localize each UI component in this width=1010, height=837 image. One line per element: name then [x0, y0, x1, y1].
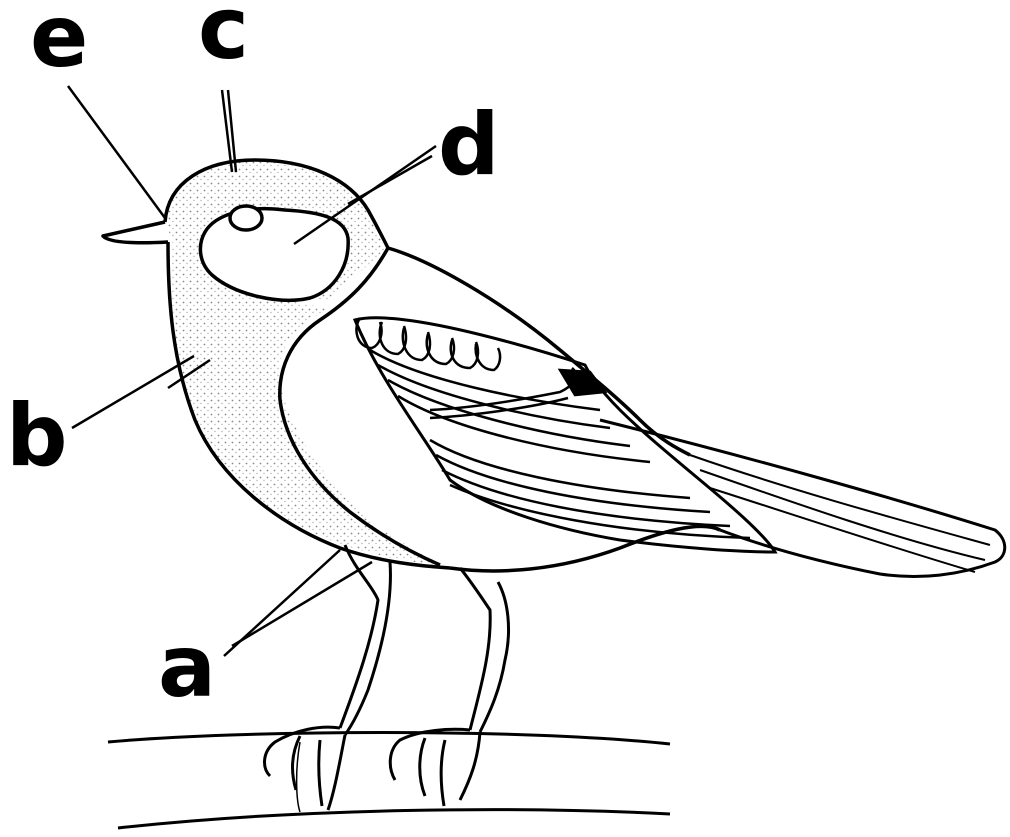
- pointer-c-1: [222, 90, 232, 172]
- label-b: b: [6, 393, 68, 479]
- label-e: e: [30, 0, 88, 80]
- label-a: a: [158, 624, 216, 710]
- eye: [230, 206, 262, 230]
- label-c: c: [198, 0, 249, 72]
- tail: [600, 420, 1005, 577]
- pointer-a-2: [232, 562, 372, 646]
- pointer-b-1: [72, 356, 194, 428]
- pointer-d-2: [348, 156, 432, 204]
- pointer-e: [68, 86, 165, 218]
- pointer-c-2: [228, 90, 236, 172]
- label-d: d: [438, 102, 500, 188]
- branch: [108, 733, 670, 829]
